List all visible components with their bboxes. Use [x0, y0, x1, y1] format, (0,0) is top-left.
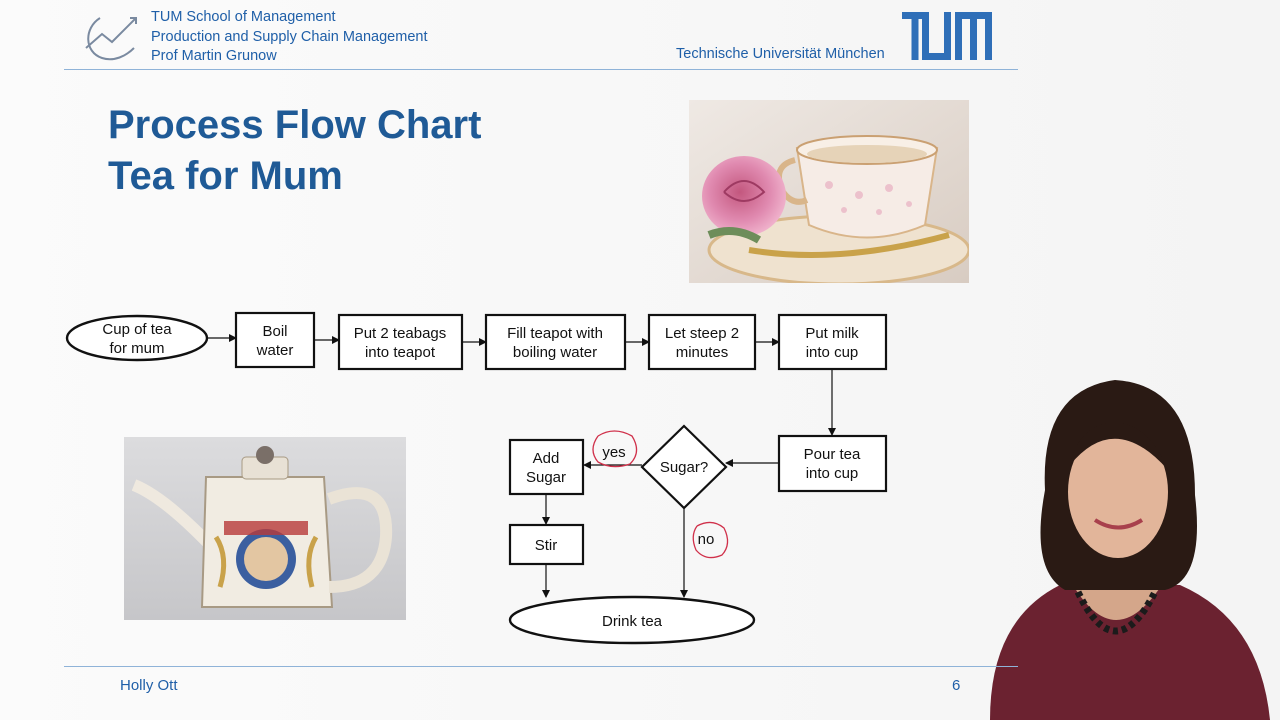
presenter-video [990, 380, 1270, 720]
node-milk [777, 313, 888, 371]
label-stir: Stir [535, 537, 558, 554]
label-yes: yes [602, 444, 625, 461]
node-start [65, 314, 209, 362]
label-milk-1: Put milk [805, 325, 859, 342]
label-teabags-1: Put 2 teabags [354, 325, 447, 342]
label-boil-1: Boil [262, 323, 287, 340]
node-steep [647, 313, 757, 371]
label-milk-2: into cup [806, 344, 859, 361]
node-pour [777, 434, 888, 493]
label-steep-1: Let steep 2 [665, 325, 739, 342]
university-name: Technische Universität München [676, 46, 885, 62]
label-start-2: for mum [109, 340, 164, 357]
school-logo-icon [85, 17, 137, 61]
yes-circle-annotation [592, 430, 638, 468]
label-end: Drink tea [602, 613, 663, 630]
title-line-1: Process Flow Chart [108, 103, 482, 147]
tum-logo [902, 12, 992, 60]
header-professor: Prof Martin Grunow [151, 48, 277, 64]
teacup-photo [689, 100, 969, 283]
label-steep-2: minutes [676, 344, 729, 361]
node-end [508, 595, 756, 645]
label-fill-2: boiling water [513, 344, 597, 361]
header-school: TUM School of Management [151, 9, 336, 25]
footer-divider [64, 666, 1018, 667]
label-teabags-2: into teapot [365, 344, 436, 361]
header-text: TUM School of Management Production and … [151, 8, 427, 67]
node-decision [640, 424, 728, 510]
node-stir [508, 523, 585, 566]
header-divider [64, 69, 1018, 70]
label-pour-2: into cup [806, 465, 859, 482]
label-pour-1: Pour tea [804, 446, 861, 463]
label-no: no [698, 531, 715, 548]
no-circle-annotation [692, 521, 729, 559]
node-sugar [508, 438, 585, 496]
header-chair: Production and Supply Chain Management [151, 28, 428, 45]
node-boil [234, 311, 316, 369]
label-decision: Sugar? [660, 459, 708, 476]
label-boil-2: water [256, 342, 294, 359]
page-title: Process Flow Chart Tea for Mum [108, 100, 481, 202]
label-sugar-1: Add [533, 450, 560, 467]
node-teabags [337, 313, 464, 371]
label-sugar-2: Sugar [526, 469, 566, 486]
label-start-1: Cup of tea [102, 321, 172, 338]
node-fill [484, 313, 627, 371]
footer-presenter-name: Holly Ott [120, 677, 178, 694]
title-line-2: Tea for Mum [108, 154, 343, 198]
page-number: 6 [952, 677, 961, 694]
label-fill-1: Fill teapot with [507, 325, 603, 342]
teapot-photo [124, 437, 406, 620]
